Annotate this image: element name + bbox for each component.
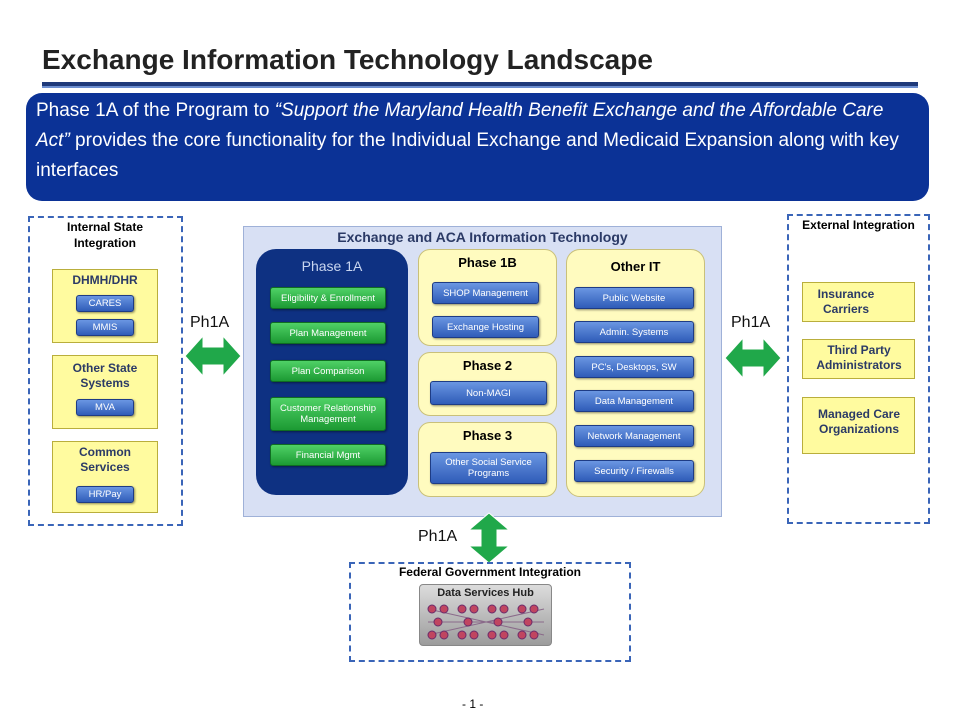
managed-care-organizations-label: Managed Care Organizations <box>817 407 901 436</box>
eligibility-enrollment-module: Eligibility & Enrollment <box>270 287 386 309</box>
title-underline-light <box>42 86 918 88</box>
exchange-aca-it-heading: Exchange and ACA Information Technology <box>337 229 628 245</box>
federal-integration-panel <box>349 562 631 662</box>
insurance-carriers-label: Insurance Carriers <box>817 287 875 316</box>
phase-1a-label: Phase 1A <box>301 258 363 274</box>
summary-banner: Phase 1A of the Program to “Support the … <box>26 93 929 201</box>
phase-3-label: Phase 3 <box>462 428 513 443</box>
left-arrow-label: Ph1A <box>190 314 230 331</box>
right-double-arrow <box>724 336 782 380</box>
insurance-carriers <box>802 282 915 322</box>
phase-1b-label: Phase 1B <box>458 255 517 270</box>
shop-management-module: SHOP Management <box>432 282 539 304</box>
banner-text-1: Phase 1A of the Program to <box>36 100 275 121</box>
non-magi-module: Non-MAGI <box>430 381 547 405</box>
network-nodes-icon <box>427 604 545 640</box>
mmis-system: MMIS <box>76 319 134 336</box>
federal-integration-heading: Federal Government Integration <box>398 565 582 579</box>
external-integration-heading: External Integration <box>802 218 915 232</box>
third-party-administrators-label: Third Party Administrators <box>816 343 902 372</box>
security-firewalls-module: Security / Firewalls <box>574 460 694 482</box>
financial-mgmt-module: Financial Mgmt <box>270 444 386 466</box>
group-other-state-systems <box>52 355 158 429</box>
cares-system: CARES <box>76 295 134 312</box>
group-other-state-systems-label: Other State Systems <box>72 361 138 390</box>
data-services-hub-label: Data Services Hub <box>437 587 534 599</box>
external-integration-panel <box>787 214 930 524</box>
banner-text-2: provides the core functionality for the … <box>36 130 899 181</box>
data-management-module: Data Management <box>574 390 694 412</box>
admin-systems-module: Admin. Systems <box>574 321 694 343</box>
banner-program-quote: “Support the Maryland Health Benefit Exc… <box>36 100 884 151</box>
left-double-arrow <box>184 334 242 378</box>
internal-integration-panel <box>28 216 183 526</box>
bottom-arrow-label: Ph1A <box>418 528 458 545</box>
page-title: Exchange Information Technology Landscap… <box>42 44 653 75</box>
page-number: - 1 - <box>462 697 484 711</box>
hr-pay-system: HR/Pay <box>76 486 134 503</box>
plan-management-module: Plan Management <box>270 322 386 344</box>
customer-relationship-management-module: Customer Relationship Management <box>270 397 386 431</box>
internal-integration-heading: Internal State Integration <box>66 220 144 250</box>
phase-2-label: Phase 2 <box>462 358 513 373</box>
group-dhmh-dhr-label: DHMH/DHR <box>72 273 138 287</box>
title-underline <box>42 82 918 86</box>
other-it-label: Other IT <box>610 259 661 274</box>
right-arrow-label: Ph1A <box>731 314 771 331</box>
mva-system: MVA <box>76 399 134 416</box>
pcs-desktops-sw-module: PC's, Desktops, SW <box>574 356 694 378</box>
plan-comparison-module: Plan Comparison <box>270 360 386 382</box>
public-website-module: Public Website <box>574 287 694 309</box>
other-social-service-programs-module: Other Social Service Programs <box>430 452 547 484</box>
managed-care-organizations <box>802 397 915 454</box>
group-common-services-label: Common Services <box>79 445 131 474</box>
third-party-administrators <box>802 339 915 379</box>
exchange-hosting-module: Exchange Hosting <box>432 316 539 338</box>
network-management-module: Network Management <box>574 425 694 447</box>
bottom-double-arrow <box>467 512 511 564</box>
